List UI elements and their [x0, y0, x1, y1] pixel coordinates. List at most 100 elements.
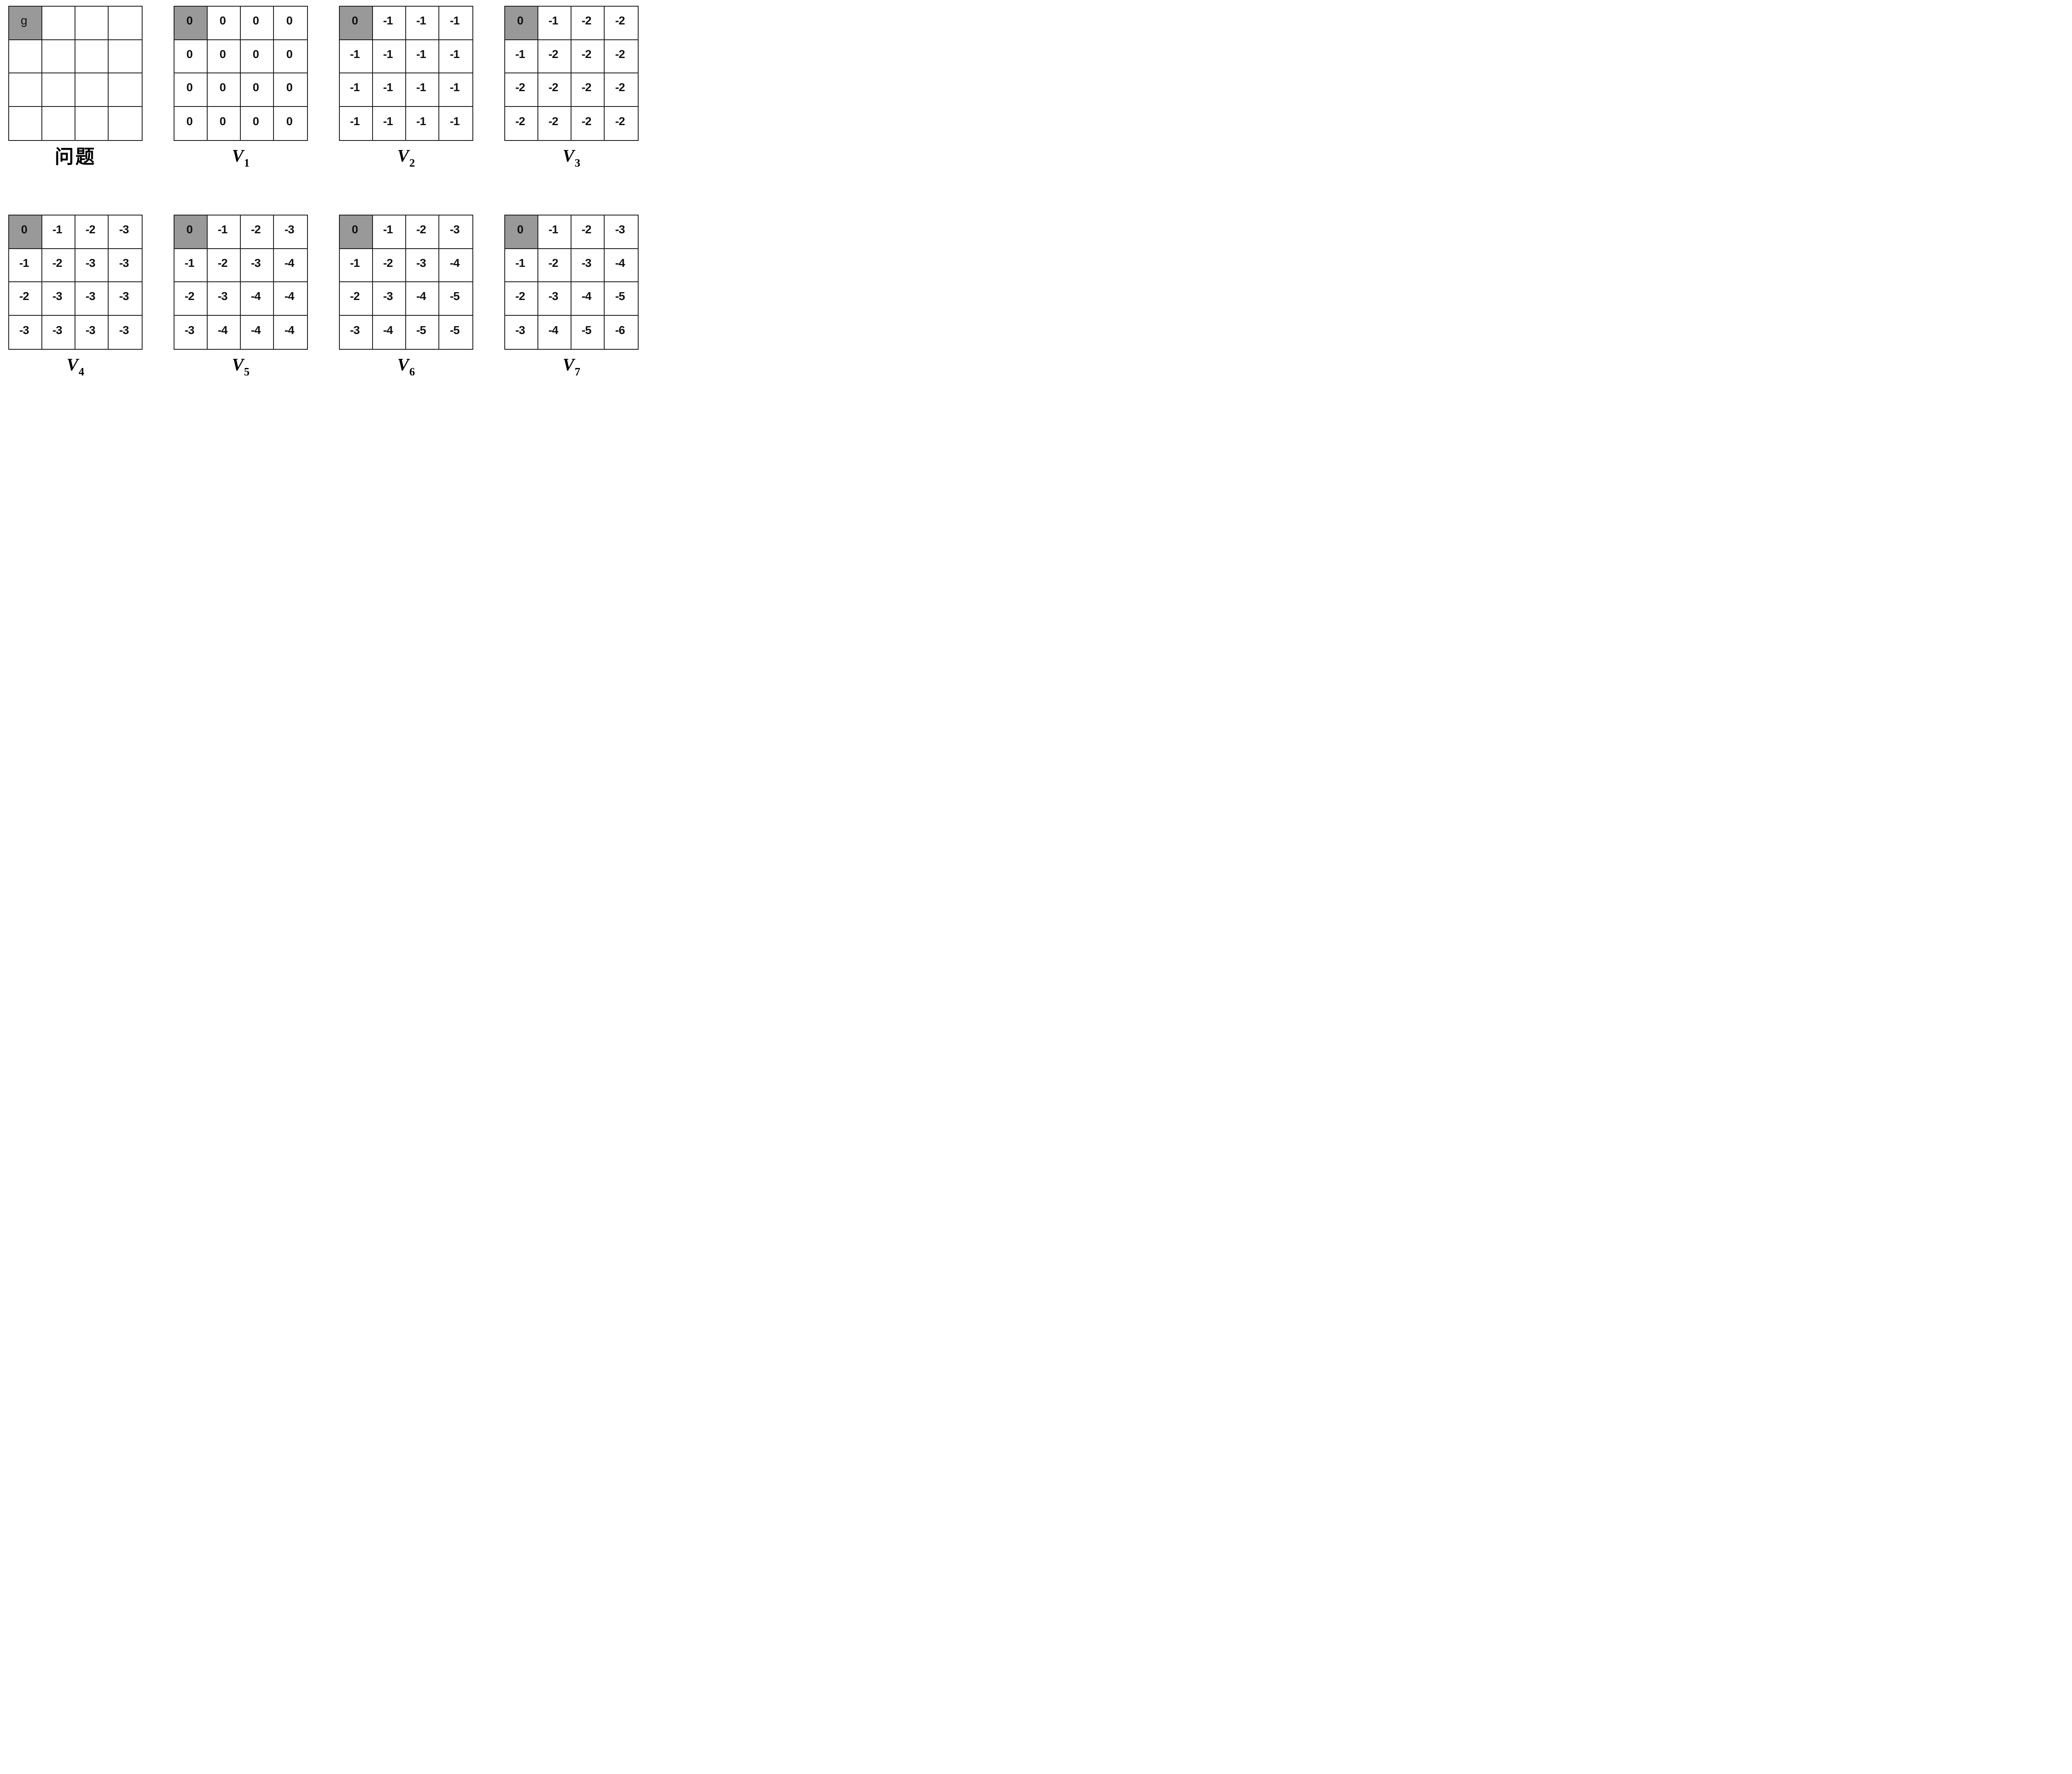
grid-cell: -1	[538, 7, 571, 40]
value-iteration-figure: g 问题 0	[0, 0, 639, 380]
grid-cell: -3	[42, 282, 75, 316]
grid-cell: -3	[174, 315, 208, 349]
grid-cell: -2	[373, 249, 406, 282]
goal-cell: 0	[505, 7, 538, 40]
panel-v4: 0 -1 -2 -3 -1 -2 -3 -3 -2 -3 -3 -3 -3 -3…	[8, 215, 143, 380]
grid-cell: -2	[571, 73, 605, 107]
grid-cell: -2	[605, 40, 638, 73]
grid-cell: -5	[605, 282, 638, 316]
grid-cell	[109, 107, 142, 140]
grid-cell: -1	[340, 73, 373, 107]
grid-cell: -1	[505, 40, 538, 73]
grid-v5: 0 -1 -2 -3 -1 -2 -3 -4 -2 -3 -4 -4 -3 -4…	[174, 215, 308, 350]
grid-cell: -1	[174, 249, 208, 282]
grid-cell: -1	[505, 249, 538, 282]
grid-cell	[42, 7, 75, 40]
grid-cell: -2	[174, 282, 208, 316]
caption-subscript: 6	[409, 365, 415, 378]
grid-v4: 0 -1 -2 -3 -1 -2 -3 -3 -2 -3 -3 -3 -3 -3…	[8, 215, 143, 350]
panel-problem: g 问题	[8, 6, 143, 171]
grid-cell: -4	[274, 282, 307, 316]
grid-cell: -3	[241, 249, 274, 282]
grid-cell	[109, 40, 142, 73]
grid-cell: -3	[42, 315, 75, 349]
grid-cell	[75, 73, 109, 107]
grid-cell: -1	[373, 106, 406, 140]
caption-subscript: 3	[574, 157, 581, 169]
grid-cell: -2	[241, 215, 274, 249]
grid-cell: -2	[538, 249, 571, 282]
grid-cell: -3	[9, 315, 42, 349]
grid-cell: -1	[439, 40, 472, 73]
grid-cell: 0	[208, 40, 241, 73]
grid-cell: -1	[373, 40, 406, 73]
grid-cell: -4	[605, 249, 638, 282]
caption-subscript: 4	[78, 365, 85, 378]
grid-cell: -2	[208, 249, 241, 282]
grid-cell: -5	[450, 323, 460, 336]
caption-text: V	[562, 147, 574, 166]
caption-subscript: 2	[409, 157, 415, 169]
grid-cell: -1	[373, 73, 406, 107]
goal-cell: 0	[174, 7, 208, 40]
grid-cell	[42, 73, 75, 107]
grid-cell: -2	[505, 282, 538, 316]
grid-cell: 0	[274, 73, 307, 107]
caption-text: V	[562, 356, 574, 375]
grid-cell: 0	[274, 40, 307, 73]
grid-cell: -2	[605, 73, 638, 107]
goal-cell: 0	[9, 215, 42, 249]
grid-cell: -3	[406, 249, 439, 282]
grid-cell: -3	[439, 215, 472, 249]
grid-cell: -1	[340, 106, 373, 140]
panel-v3: 0 -1 -2 -2 -1 -2 -2 -2 -2 -2 -2 -2 -2 -2…	[504, 6, 639, 171]
caption-subscript: 5	[244, 365, 250, 378]
panel-v6: 0 -1 -2 -3 -1 -2 -3 -4 -2 -3 -4 -5 -3 -4…	[339, 215, 473, 380]
grid-cell: -2	[615, 114, 625, 128]
goal-cell: g	[9, 7, 42, 40]
grid-cell: -1	[373, 7, 406, 40]
grid-cell: -3	[119, 323, 129, 336]
grid-cell: -3	[505, 315, 538, 349]
grid-cell: -1	[406, 7, 439, 40]
grid-cell: -3	[109, 215, 142, 249]
caption-text: V	[66, 356, 78, 375]
grid-cell: -3	[340, 315, 373, 349]
grid-cell: -5	[406, 315, 439, 349]
grid-cell	[109, 73, 142, 107]
panel-v5: 0 -1 -2 -3 -1 -2 -3 -4 -2 -3 -4 -4 -3 -4…	[174, 215, 308, 380]
grid-v3: 0 -1 -2 -2 -1 -2 -2 -2 -2 -2 -2 -2 -2 -2…	[504, 6, 639, 141]
grid-cell: -4	[406, 282, 439, 316]
grid-cell	[109, 7, 142, 40]
grid-cell	[75, 7, 109, 40]
grid-cell: -2	[538, 40, 571, 73]
goal-cell: 0	[505, 215, 538, 249]
panel-v7: 0 -1 -2 -3 -1 -2 -3 -4 -2 -3 -4 -5 -3 -4…	[504, 215, 639, 380]
grid-cell: -1	[340, 249, 373, 282]
grid-cell: -1	[406, 40, 439, 73]
grid-cell	[75, 106, 109, 140]
grid-cell: -3	[75, 282, 109, 316]
caption-text: V	[397, 356, 409, 375]
grid-v7: 0 -1 -2 -3 -1 -2 -3 -4 -2 -3 -4 -5 -3 -4…	[504, 215, 639, 350]
caption-text: V	[232, 356, 244, 375]
grid-cell: -3	[605, 215, 638, 249]
goal-cell: 0	[340, 215, 373, 249]
grid-cell: -3	[274, 215, 307, 249]
caption-subscript: 7	[574, 365, 581, 378]
grid-cell: -3	[75, 315, 109, 349]
grid-cell: -1	[340, 40, 373, 73]
grid-cell: 0	[174, 40, 208, 73]
grid-cell: -6	[615, 323, 625, 336]
grid-cell: -2	[571, 106, 605, 140]
grid-cell: -2	[571, 215, 605, 249]
grid-cell: 0	[208, 7, 241, 40]
grid-cell: -2	[605, 7, 638, 40]
grid-cell: -3	[373, 282, 406, 316]
grid-cell: 0	[241, 106, 274, 140]
grid-cell: -1	[9, 249, 42, 282]
grid-cell	[9, 40, 42, 73]
grid-cell	[42, 40, 75, 73]
